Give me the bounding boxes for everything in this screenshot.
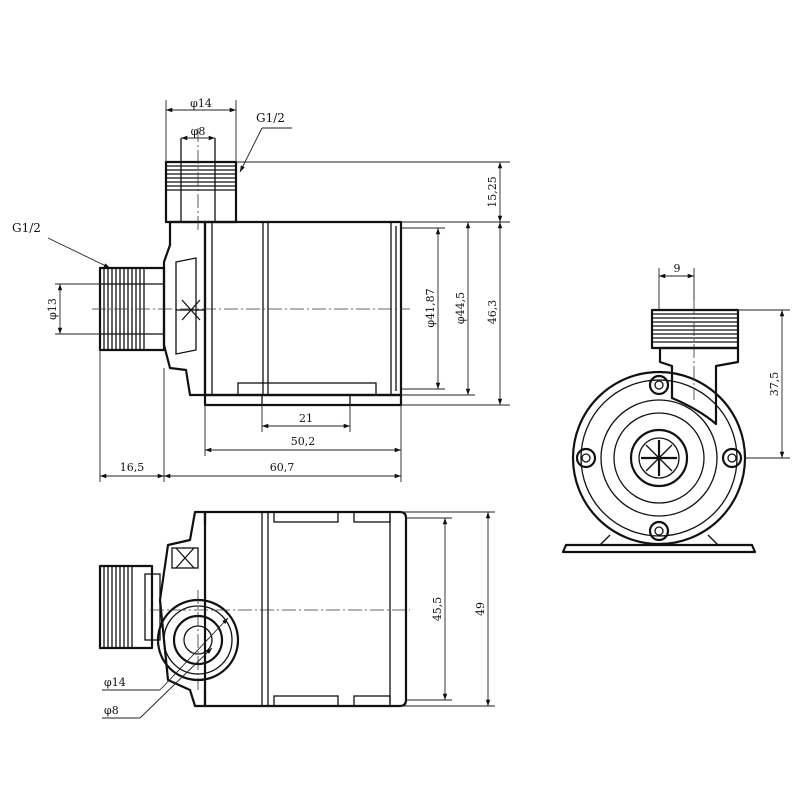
impeller bbox=[638, 437, 680, 479]
label-thread-side: G1/2 bbox=[12, 221, 41, 235]
side-outlet-pipe bbox=[164, 160, 238, 224]
dim-top-body-width: 45,5 bbox=[431, 597, 444, 622]
dim-inlet-dia: φ13 bbox=[46, 298, 59, 320]
dim-top-port-inner-dia: φ8 bbox=[104, 704, 119, 717]
side-view: φ14 φ8 G1/2 G1/2 φ13 15,25 φ41,87 φ44,5 bbox=[12, 97, 510, 482]
dim-body-inner-dia: φ41,87 bbox=[424, 288, 437, 327]
dim-top-total-width: 49 bbox=[474, 602, 487, 616]
dim-base-length: 50,2 bbox=[291, 435, 316, 448]
side-base-plate bbox=[203, 393, 403, 407]
front-view: 9 37,5 bbox=[561, 262, 790, 554]
dim-outlet-inner-dia: φ8 bbox=[191, 125, 206, 138]
dim-front-outlet-width: 9 bbox=[674, 262, 681, 275]
dim-outlet-height: 15,25 bbox=[486, 176, 499, 208]
top-motor-body bbox=[203, 510, 408, 708]
side-pump-head bbox=[162, 220, 207, 397]
dim-front-outlet-height: 37,5 bbox=[768, 372, 781, 397]
dim-total-height: 46,3 bbox=[486, 300, 499, 325]
dim-body-outer-dia: φ44,5 bbox=[454, 292, 467, 324]
top-inlet-pipe bbox=[98, 564, 154, 650]
front-outlet-pipe bbox=[658, 346, 740, 426]
dim-outlet-outer-dia: φ14 bbox=[190, 97, 212, 110]
top-view: φ14 φ8 45,5 49 bbox=[98, 510, 495, 719]
dim-base-slot: 21 bbox=[299, 412, 313, 425]
dim-body-length: 60,7 bbox=[270, 461, 295, 474]
front-base-foot bbox=[561, 543, 757, 554]
front-bolts bbox=[575, 374, 743, 542]
side-motor-body bbox=[203, 220, 403, 397]
label-thread-top: G1/2 bbox=[256, 111, 285, 125]
dim-top-port-outer-dia: φ14 bbox=[104, 676, 126, 689]
dim-inlet-length: 16,5 bbox=[120, 461, 145, 474]
